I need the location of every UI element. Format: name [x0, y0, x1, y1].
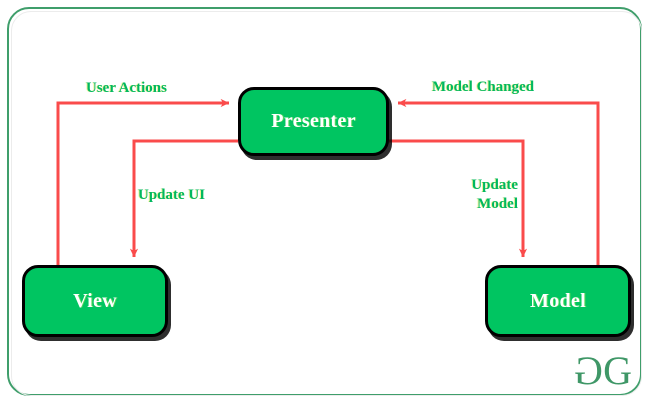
edge-user-actions [56, 98, 230, 266]
node-model[interactable]: Model [485, 265, 631, 337]
geeksforgeeks-logo: GG [575, 348, 632, 393]
node-presenter-label: Presenter [271, 110, 356, 132]
edge-label-update-model: Update Model [450, 176, 518, 214]
edge-update-model [389, 139, 528, 258]
edge-label-update-model-line2: Model [477, 196, 518, 212]
node-view-label: View [73, 289, 117, 312]
edge-label-update-ui: Update UI [138, 187, 206, 203]
gfg-logo-right-glyph: G [603, 348, 632, 393]
edge-label-update-model-line1: Update [471, 177, 518, 193]
node-model-label: Model [530, 289, 586, 312]
edge-label-model-changed: Model Changed [432, 79, 535, 95]
edge-model-changed [397, 98, 600, 266]
edge-update-ui [129, 139, 238, 258]
gfg-logo-left-glyph: G [575, 348, 604, 393]
edge-label-user-actions: User Actions [86, 80, 167, 96]
node-presenter[interactable]: Presenter [238, 87, 389, 156]
node-view[interactable]: View [22, 265, 168, 337]
diagram-frame-inner [11, 11, 642, 396]
